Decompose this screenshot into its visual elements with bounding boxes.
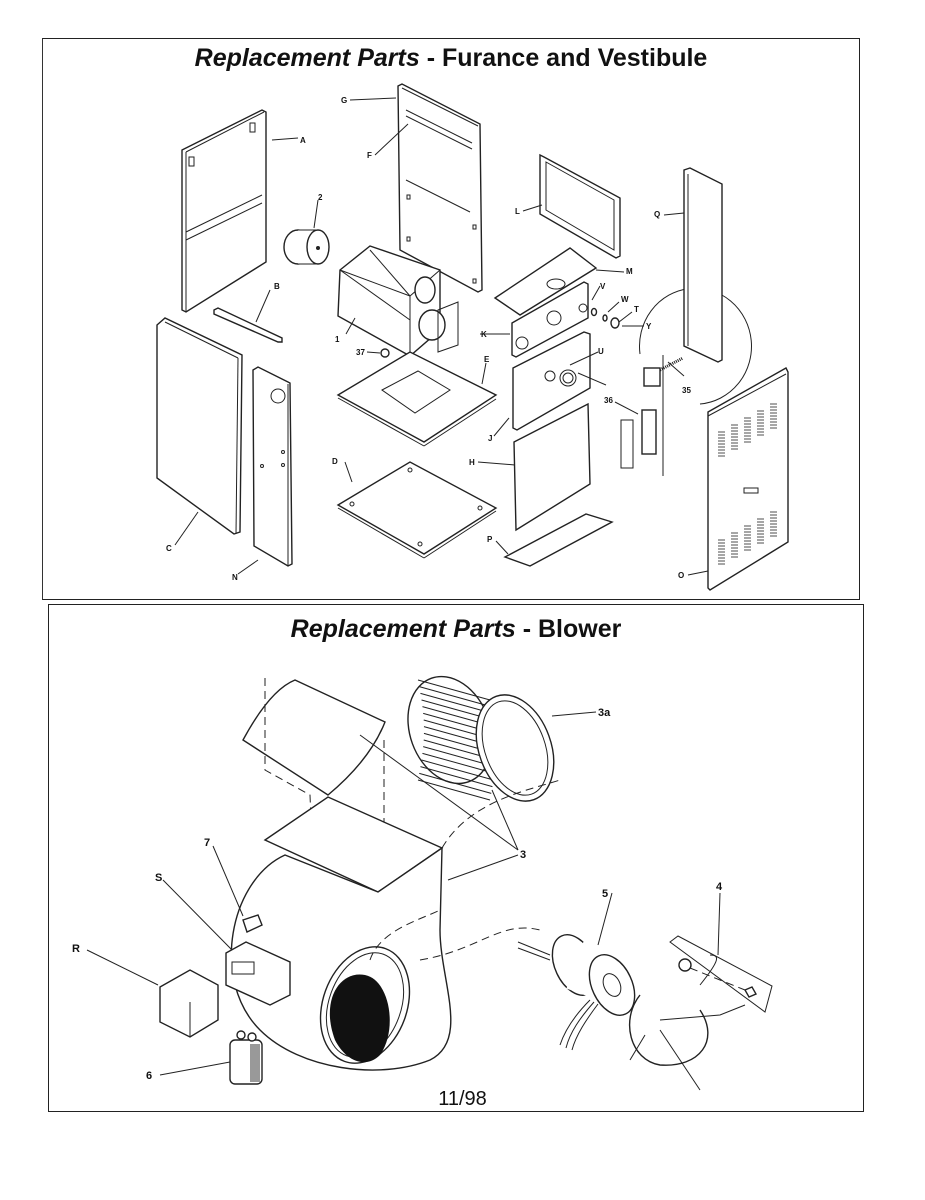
callout-A: A: [300, 136, 306, 145]
callout-R: R: [72, 943, 80, 955]
title-separator: -: [522, 615, 532, 643]
blower-cutoff-plate: [242, 678, 386, 870]
wheel-blade: [419, 772, 492, 794]
part-M-top: [493, 247, 598, 316]
part-7-terminal: [242, 914, 263, 933]
blower-panel: Replacement Parts - Blower: [48, 604, 864, 1112]
wheel-blade: [421, 759, 494, 781]
callout-3a: 3a: [598, 707, 611, 719]
title-plain: Blower: [537, 615, 622, 643]
callout-7: 7: [204, 837, 210, 849]
callout-2: 2: [318, 193, 323, 202]
callout-3: 3: [520, 849, 526, 861]
furnace-vestibule-panel: Replacement Parts - Furance and Vestibul…: [42, 38, 860, 600]
callout-U: U: [598, 347, 604, 356]
title-italic: Replacement Parts: [290, 615, 516, 643]
callouts-bottom: 3a 3 4 5 6 7 R S: [72, 707, 723, 1082]
callout-N: N: [232, 573, 238, 582]
callout-P: P: [487, 535, 493, 544]
callout-6: 6: [146, 1070, 152, 1082]
callout-Y: Y: [646, 322, 652, 331]
part-B-rail: [213, 307, 283, 343]
callouts-top: A B C D E F G H J K L M N O P Q T U V W …: [166, 96, 691, 582]
part-E-frame: [336, 351, 498, 447]
part-A-panel: [181, 109, 267, 313]
callout-C: C: [166, 544, 172, 553]
part-R-box: [159, 969, 219, 1038]
callout-K: K: [481, 330, 487, 339]
part-1-heat-exchanger: [337, 245, 459, 357]
part-S-bracket: [225, 941, 291, 1006]
title-separator: -: [426, 44, 436, 72]
part-VWTY-fittings: [590, 307, 620, 329]
callout-37: 37: [356, 348, 365, 357]
page-date: 11/98: [438, 1088, 487, 1110]
wheel-blade: [417, 779, 491, 801]
blower-housing: [230, 779, 561, 1071]
title-italic: Replacement Parts: [194, 44, 420, 72]
callout-M: M: [626, 267, 633, 276]
part-D-base: [336, 461, 498, 559]
callout-Q: Q: [654, 210, 660, 219]
callout-O: O: [678, 571, 684, 580]
part-37-component: [380, 348, 390, 358]
leader-lines-bottom: [86, 711, 721, 1076]
callout-V: V: [600, 282, 606, 291]
section-title-furnace: Replacement Parts - Furance and Vestibul…: [43, 44, 859, 73]
part-C-panel: [156, 317, 243, 535]
title-plain: Furance and Vestibule: [441, 44, 708, 72]
callout-J: J: [488, 434, 492, 443]
wheel-blade: [417, 679, 491, 701]
part-H-panel: [513, 402, 591, 532]
part-P-plate: [503, 513, 614, 567]
callout-L: L: [515, 207, 520, 216]
callout-G: G: [341, 96, 347, 105]
callout-35: 35: [682, 386, 691, 395]
part-6-capacitor: [229, 1030, 263, 1085]
callout-B: B: [274, 282, 280, 291]
part-J-plate: [512, 331, 591, 431]
part-G-panel: [397, 83, 483, 293]
callout-H: H: [469, 458, 475, 467]
callout-F: F: [367, 151, 372, 160]
part-Q-panel: [683, 167, 723, 363]
wheel-blade: [419, 686, 492, 708]
callout-5: 5: [602, 888, 608, 900]
part-3a-blower-wheel: [407, 675, 555, 802]
leader-lines-top: [174, 97, 709, 576]
part-L-frame: [539, 153, 621, 259]
callout-36: 36: [604, 396, 613, 405]
callout-T: T: [634, 305, 639, 314]
part-5-motor: [517, 934, 636, 1051]
callout-D: D: [332, 457, 338, 466]
control-detail-inset: [577, 287, 752, 476]
callout-W: W: [621, 295, 629, 304]
section-title-blower: Replacement Parts - Blower: [49, 615, 863, 644]
wheel-blade: [420, 692, 493, 714]
callout-4: 4: [716, 881, 723, 893]
callout-1: 1: [335, 335, 340, 344]
part-2-component: [283, 229, 330, 265]
part-4-motor-mount: [628, 935, 773, 1091]
part-N-panel: [252, 366, 293, 567]
wheel-blade: [422, 752, 495, 774]
callout-E: E: [484, 355, 490, 364]
wheel-blade: [420, 766, 493, 788]
part-O-door: [707, 367, 789, 591]
part-K-plate: [511, 281, 589, 358]
callout-S: S: [155, 872, 162, 884]
